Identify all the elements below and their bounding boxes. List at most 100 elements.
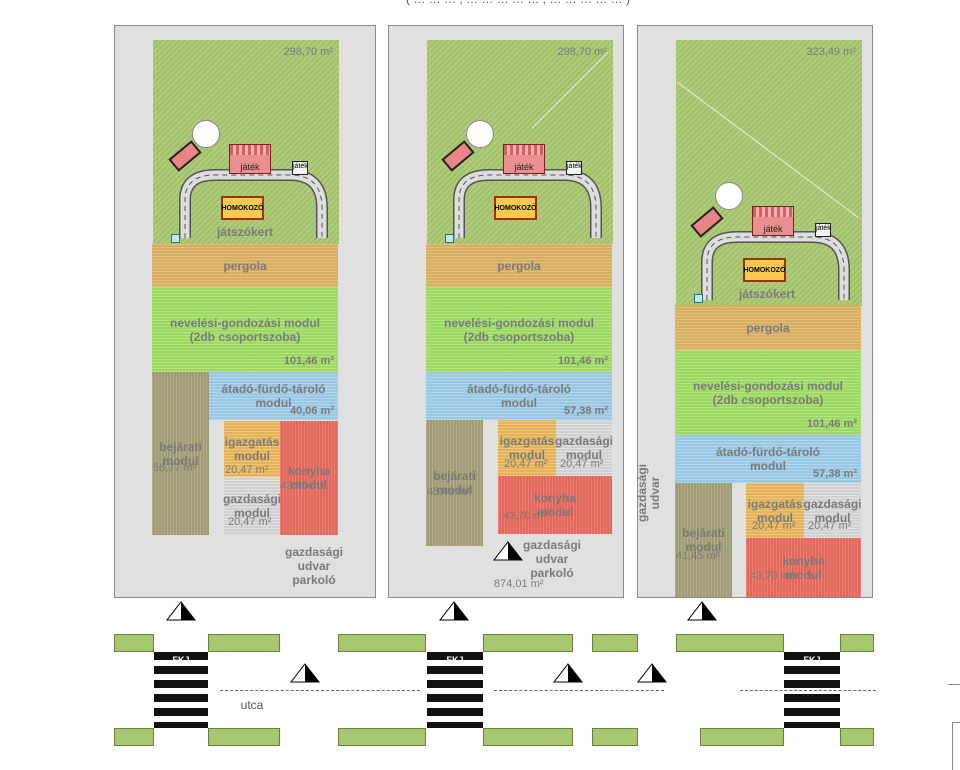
lane-divider: [494, 690, 664, 691]
verge-strip: [114, 728, 154, 746]
water-tap: [171, 234, 180, 243]
entrance-marker-icon: [289, 663, 321, 683]
entrance-marker-icon: [165, 601, 197, 621]
verge-strip: [840, 634, 874, 652]
crossing-text: FKJ: [172, 655, 190, 665]
nevelesi-area: 101,46 m²: [806, 418, 857, 430]
konyha-area: 43,70 m²: [750, 570, 794, 582]
verge-strip: [700, 728, 784, 746]
nevelesi-area: 101,46 m²: [557, 355, 608, 367]
verge-strip: [114, 634, 154, 652]
frame-fragment: [948, 684, 960, 685]
utca-label: utca: [240, 698, 264, 712]
entrance-marker-icon: [492, 541, 524, 561]
atado-area: 57,38 m²: [812, 468, 857, 480]
garden-path: [179, 169, 328, 238]
pergola-zone: pergola: [426, 244, 612, 287]
verge-strip: [592, 728, 638, 746]
bench: játék: [815, 223, 831, 237]
header-text: ( … … … ; … … … … … ; … … … … … ): [318, 0, 718, 6]
pedestrian-crossing: [427, 652, 483, 728]
pergola-zone: pergola: [152, 244, 338, 287]
play-house: játék: [229, 144, 271, 174]
garden-diagonal: [531, 51, 609, 129]
udvar-area: 874,01 m²: [494, 578, 544, 590]
lane-divider: [740, 690, 876, 691]
garden-area-label: 298,70 m²: [283, 46, 333, 58]
igazgatas-area: 20,47 m²: [752, 520, 796, 532]
nevelesi-modul: nevelési-gondozási modul(2db csoportszob…: [426, 287, 612, 372]
bejarati-area: 41,45 m²: [676, 550, 720, 562]
entrance-marker-icon: [636, 663, 668, 683]
garden-diagonal: [676, 81, 860, 219]
verge-strip: [840, 728, 874, 746]
garden-area-label: 323,49 m²: [806, 46, 856, 58]
bench: játék: [566, 161, 582, 175]
verge-strip: [208, 634, 280, 652]
play-circle: [466, 120, 494, 148]
verge-strip: [338, 634, 426, 652]
verge-strip: [338, 728, 426, 746]
igazgatas-area: 20,47 m²: [225, 464, 269, 476]
entrance-marker-icon: [686, 601, 718, 621]
water-tap: [445, 234, 454, 243]
play-house: játék: [752, 206, 794, 236]
konyha-area: 43,70 m²: [503, 510, 547, 522]
bejarati-area: 58,77 m²: [153, 462, 197, 474]
jatszokert-label: játszókert: [738, 287, 796, 301]
sandbox: HOMOKOZÓ: [494, 196, 537, 220]
verge-strip: [676, 634, 784, 652]
pergola-zone: pergola: [675, 305, 861, 350]
frame-fragment: [952, 722, 960, 770]
nevelesi-area: 101,46 m²: [283, 355, 334, 367]
crossing-text: FKJ: [446, 655, 464, 665]
nevelesi-modul: nevelési-gondozási modul(2db csoportszob…: [675, 350, 861, 435]
play-circle: [192, 120, 220, 148]
sandbox: HOMOKOZÓ: [743, 258, 786, 282]
entrance-marker-icon: [438, 601, 470, 621]
konyha-area: 43,70 m²: [280, 480, 324, 492]
lane-divider: [220, 690, 420, 691]
pedestrian-crossing: [154, 652, 208, 728]
verge-strip: [483, 634, 573, 652]
sandbox: HOMOKOZÓ: [221, 196, 264, 220]
atado-area: 57,38 m²: [563, 405, 608, 417]
water-tap: [694, 294, 703, 303]
bejarati-area: 45,46 m²: [427, 486, 471, 498]
atado-area: 40,06 m²: [289, 405, 334, 417]
play-house: játék: [503, 144, 545, 174]
bench: játék: [292, 161, 308, 175]
gazdasagi-area: 20,47 m²: [560, 458, 604, 470]
garden-area-label: 298,70 m²: [557, 46, 607, 58]
igazgatas-area: 20,47 m²: [504, 458, 548, 470]
play-circle: [715, 182, 743, 210]
crossing-text: FKJ: [803, 655, 821, 665]
garden-path: [701, 231, 850, 300]
verge-strip: [592, 634, 638, 652]
garden-path: [453, 169, 602, 238]
verge-strip: [483, 728, 573, 746]
nevelesi-modul: nevelési-gondozási modul(2db csoportszob…: [152, 287, 338, 372]
verge-strip: [208, 728, 280, 746]
gazdasagi-area: 20,47 m²: [808, 520, 852, 532]
gazdasagi-area: 20,47 m²: [228, 516, 272, 528]
jatszokert-label: játszókert: [216, 225, 274, 239]
